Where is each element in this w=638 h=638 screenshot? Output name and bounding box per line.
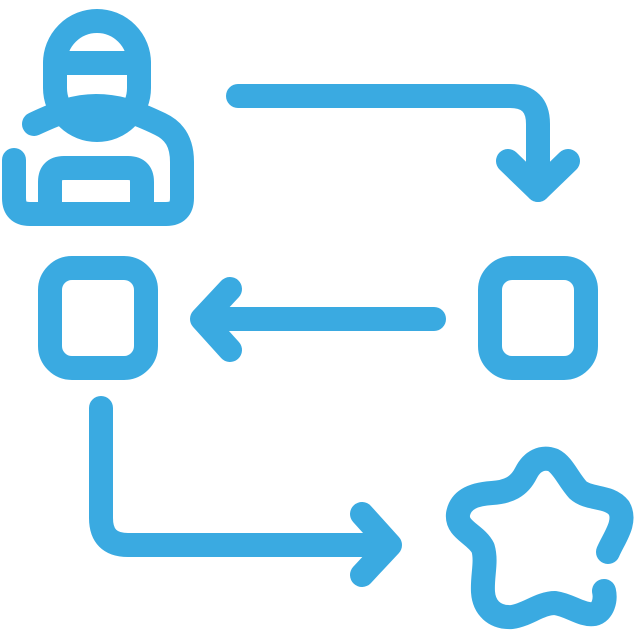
star-icon xyxy=(446,446,634,629)
box-left xyxy=(38,256,158,380)
worker-icon xyxy=(2,9,194,226)
worker-torso xyxy=(2,94,194,226)
box-right xyxy=(478,256,598,380)
arrow-down-right-head xyxy=(350,502,402,587)
arrow-right-down-line xyxy=(226,84,550,202)
arrow-left-head xyxy=(190,277,242,362)
arrow-down-right-line xyxy=(89,396,400,557)
arrow-right-down-head xyxy=(496,149,580,202)
worker-cap xyxy=(43,9,151,75)
worker-badge xyxy=(38,156,154,216)
